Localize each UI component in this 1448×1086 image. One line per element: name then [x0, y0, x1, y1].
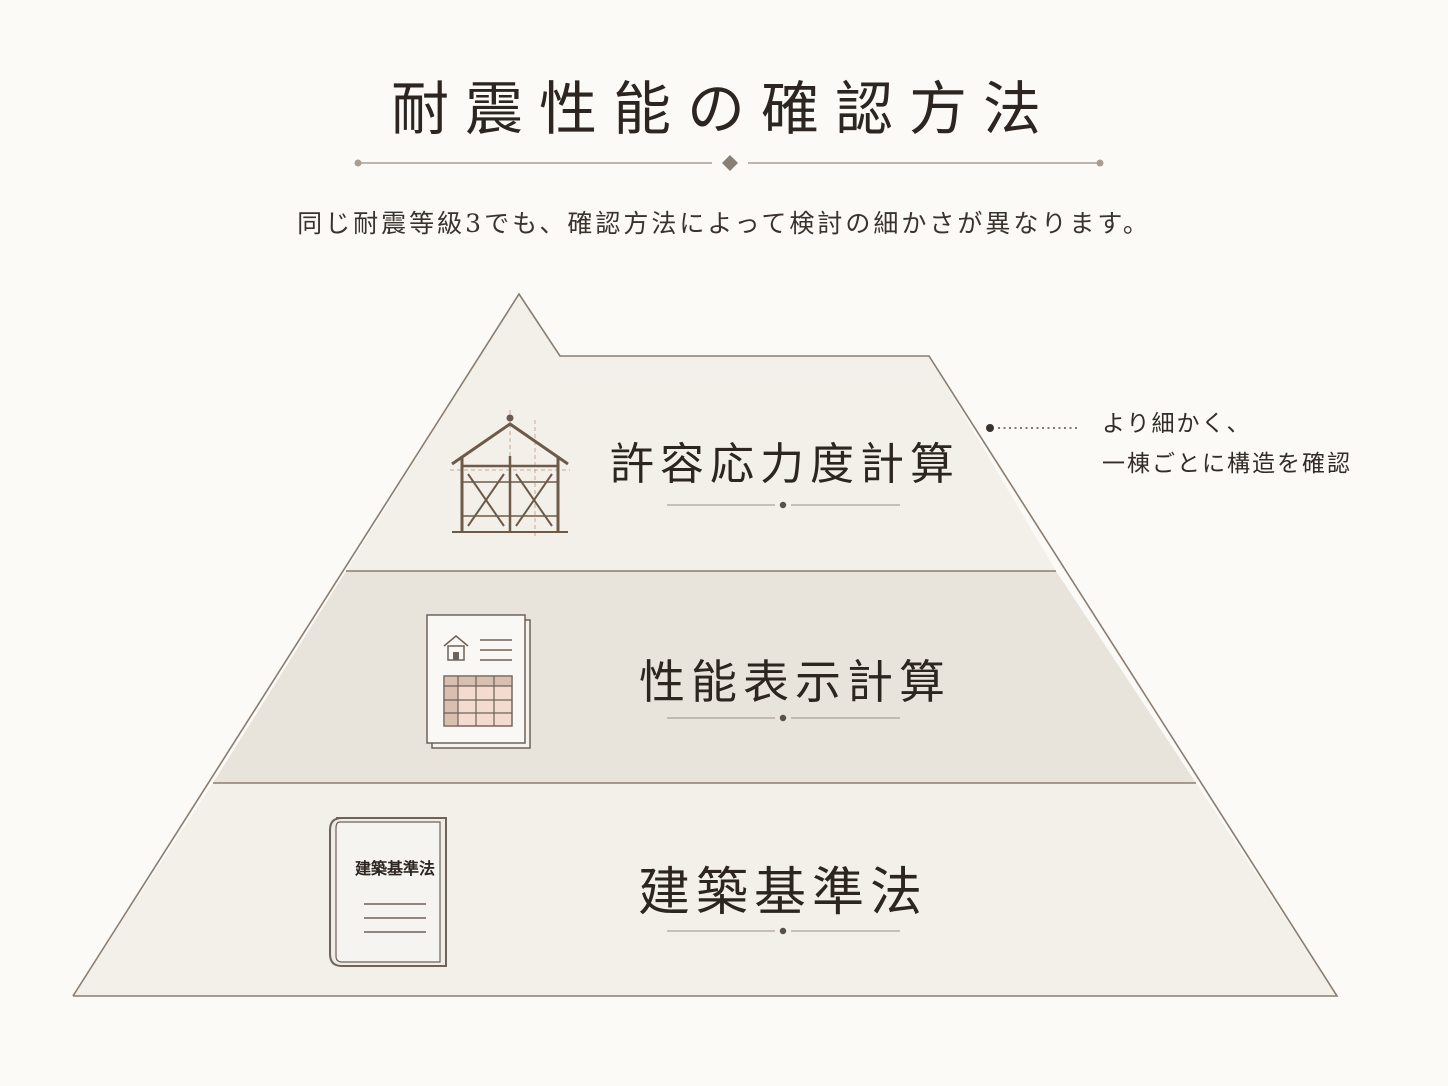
- tier-middle-ornament: [667, 714, 900, 722]
- annotation-line-2: 一棟ごとに構造を確認: [1102, 451, 1352, 477]
- tier-label-building-standards: 建築基準法: [637, 863, 928, 923]
- tier-top-ornament: [667, 501, 900, 509]
- page-title: 耐震性能の確認方法: [390, 75, 1057, 143]
- page-subtitle: 同じ耐震等級3でも、確認方法によって検討の細かさが異なります。: [297, 209, 1151, 238]
- tier-bottom-ornament: [667, 927, 900, 935]
- title-divider: [354, 155, 1104, 171]
- pyramid-outline: [72, 292, 1339, 997]
- annotation-line-1: より細かく、: [1102, 411, 1252, 437]
- tier-label-performance-display: 性能表示計算: [639, 655, 951, 709]
- tier-label-allowable-stress: 許容応力度計算: [610, 439, 960, 490]
- book-icon: 建築基準法: [329, 817, 447, 967]
- document-table-icon: [426, 614, 531, 749]
- house-frame-icon: [450, 410, 570, 536]
- book-title: 建築基準法: [355, 859, 435, 878]
- annotation-note: より細かく、 一棟ごとに構造を確認: [1102, 404, 1402, 484]
- tier-top: [346, 294, 1056, 571]
- annotation-leader: [986, 424, 1078, 432]
